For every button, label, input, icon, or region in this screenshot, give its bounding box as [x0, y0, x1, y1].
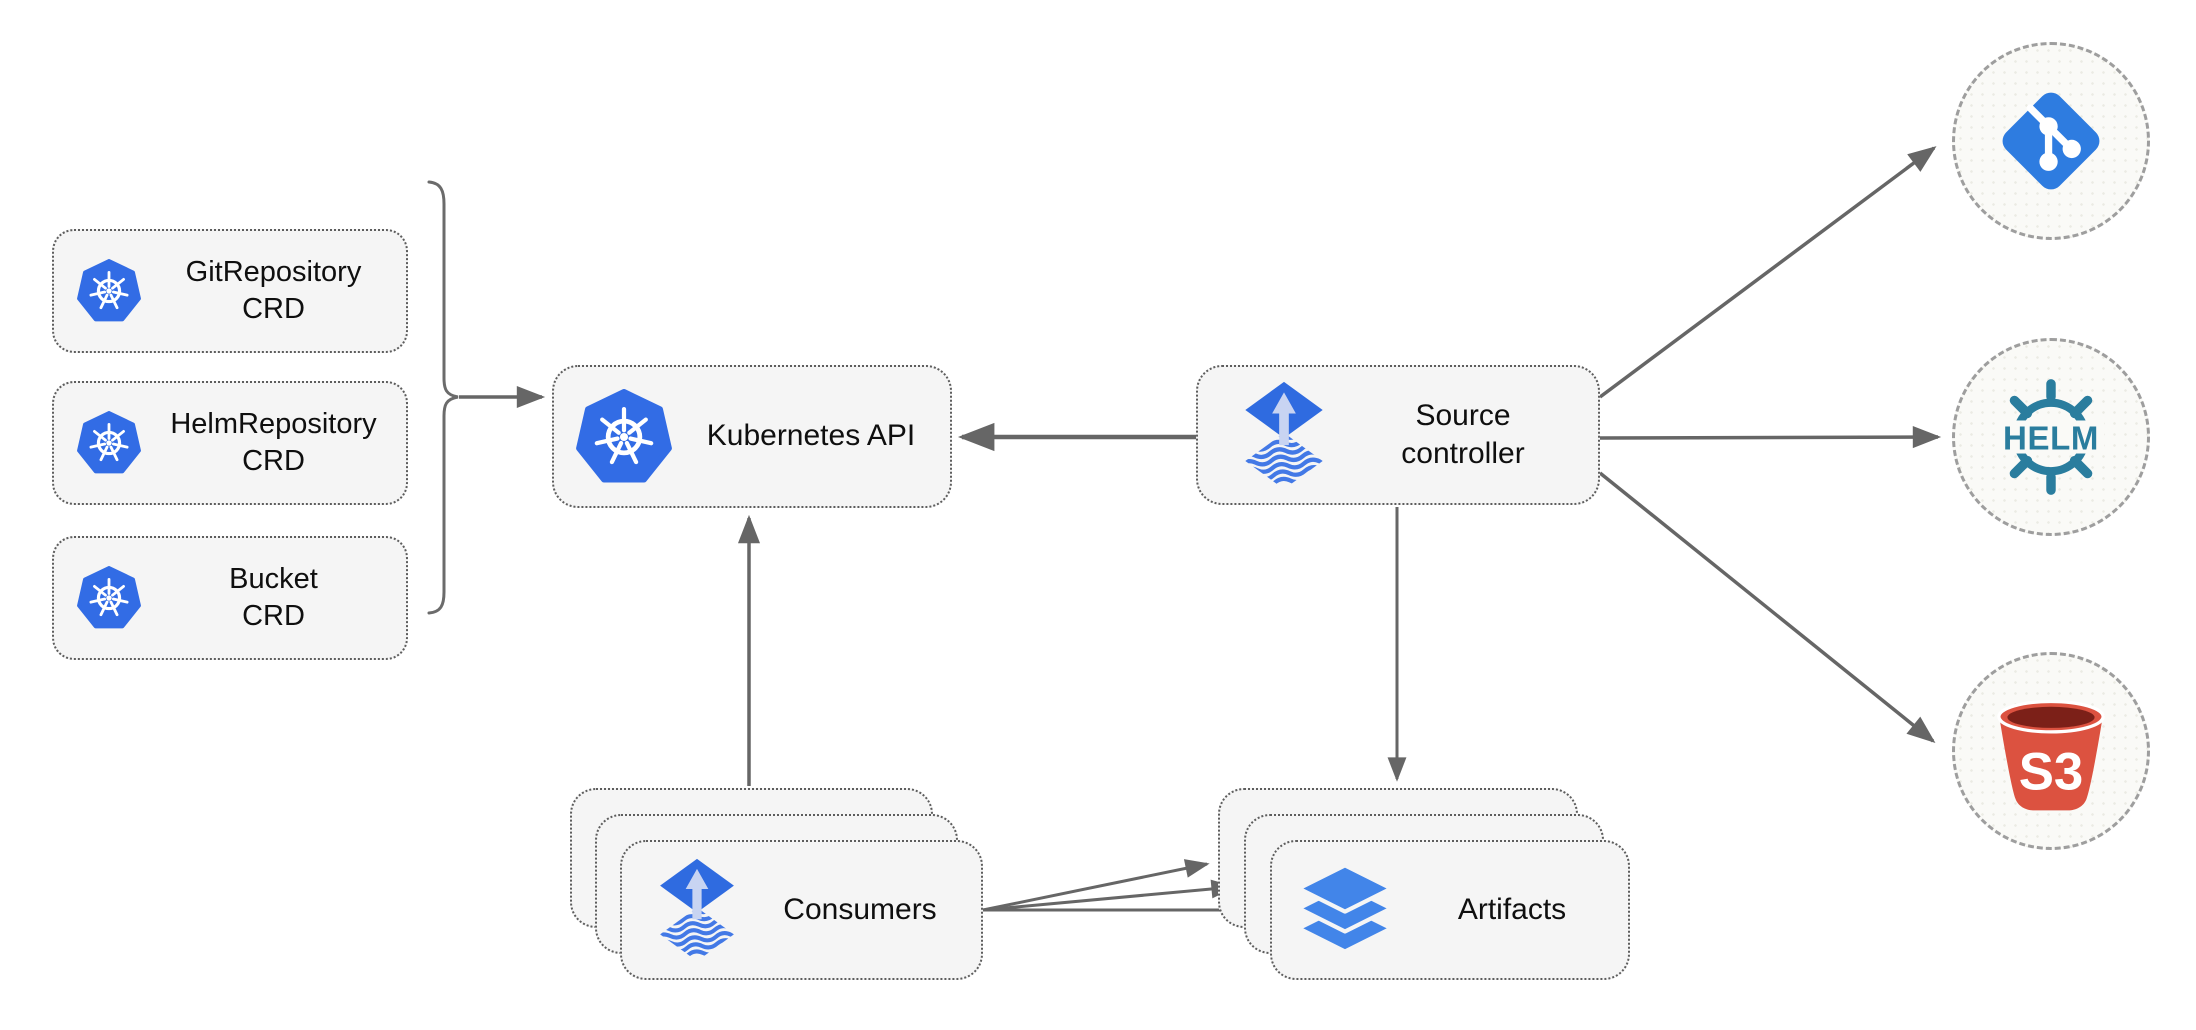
kubernetes-icon: [77, 259, 141, 323]
node-source-controller: Source controller: [1196, 365, 1600, 505]
s3-bucket-icon: S3: [1997, 699, 2105, 811]
node-helmrepository-crd: HelmRepository CRD: [52, 381, 408, 505]
crd-label-line1: HelmRepository: [170, 407, 377, 440]
edge-source-controller-to-helm: [1599, 426, 1942, 449]
node-bucket-crd: Bucket CRD: [52, 536, 408, 660]
kubernetes-api-label: Kubernetes API: [706, 419, 916, 453]
node-gitrepository-crd: GitRepository CRD: [52, 229, 408, 353]
node-label: Source controller: [1328, 397, 1598, 474]
node-artifacts: Artifacts: [1270, 840, 1630, 980]
consumers-label: Consumers: [783, 892, 937, 926]
node-kubernetes-api: Kubernetes API: [552, 365, 952, 508]
git-icon: [1990, 80, 2112, 202]
node-label: Consumers: [739, 891, 981, 929]
crd-label-line1: Bucket: [229, 562, 318, 595]
edge-consumers-to-artifacts-2: [982, 879, 1236, 912]
flux-icon: [1240, 381, 1328, 490]
node-consumers: Consumers: [620, 840, 983, 980]
node-label: Kubernetes API: [672, 417, 950, 455]
source-controller-label-line1: Source: [1415, 398, 1511, 432]
crd-label-line2: CRD: [242, 293, 305, 325]
flux-icon: [655, 858, 739, 962]
helm-label: HELM: [2003, 420, 2099, 457]
bracket-crd-group: [427, 180, 459, 615]
node-helm-repository: HELM: [1952, 338, 2150, 536]
node-label: Artifacts: [1396, 891, 1628, 929]
crd-label-line2: CRD: [242, 445, 305, 477]
kubernetes-icon: [576, 389, 672, 485]
edge-source-controller-to-git: [1598, 146, 1937, 399]
edge-source-controller-to-s3: [1598, 471, 1936, 743]
node-label: Bucket CRD: [141, 561, 406, 635]
node-git-repository: [1952, 42, 2150, 240]
s3-label: S3: [2019, 743, 2084, 802]
layers-icon: [1294, 859, 1396, 961]
kubernetes-icon: [77, 566, 141, 630]
crd-label-line1: GitRepository: [185, 255, 362, 288]
artifacts-label: Artifacts: [1457, 892, 1567, 926]
node-s3-bucket: S3: [1952, 652, 2150, 850]
kubernetes-icon: [77, 411, 141, 475]
edge-consumers-to-artifacts-1: [982, 859, 1210, 912]
source-controller-label-line2: controller: [1401, 437, 1525, 470]
node-label: HelmRepository CRD: [141, 406, 406, 480]
node-label: GitRepository CRD: [141, 254, 406, 328]
helm-icon: HELM: [1997, 379, 2105, 495]
crd-label-line2: CRD: [242, 600, 305, 632]
